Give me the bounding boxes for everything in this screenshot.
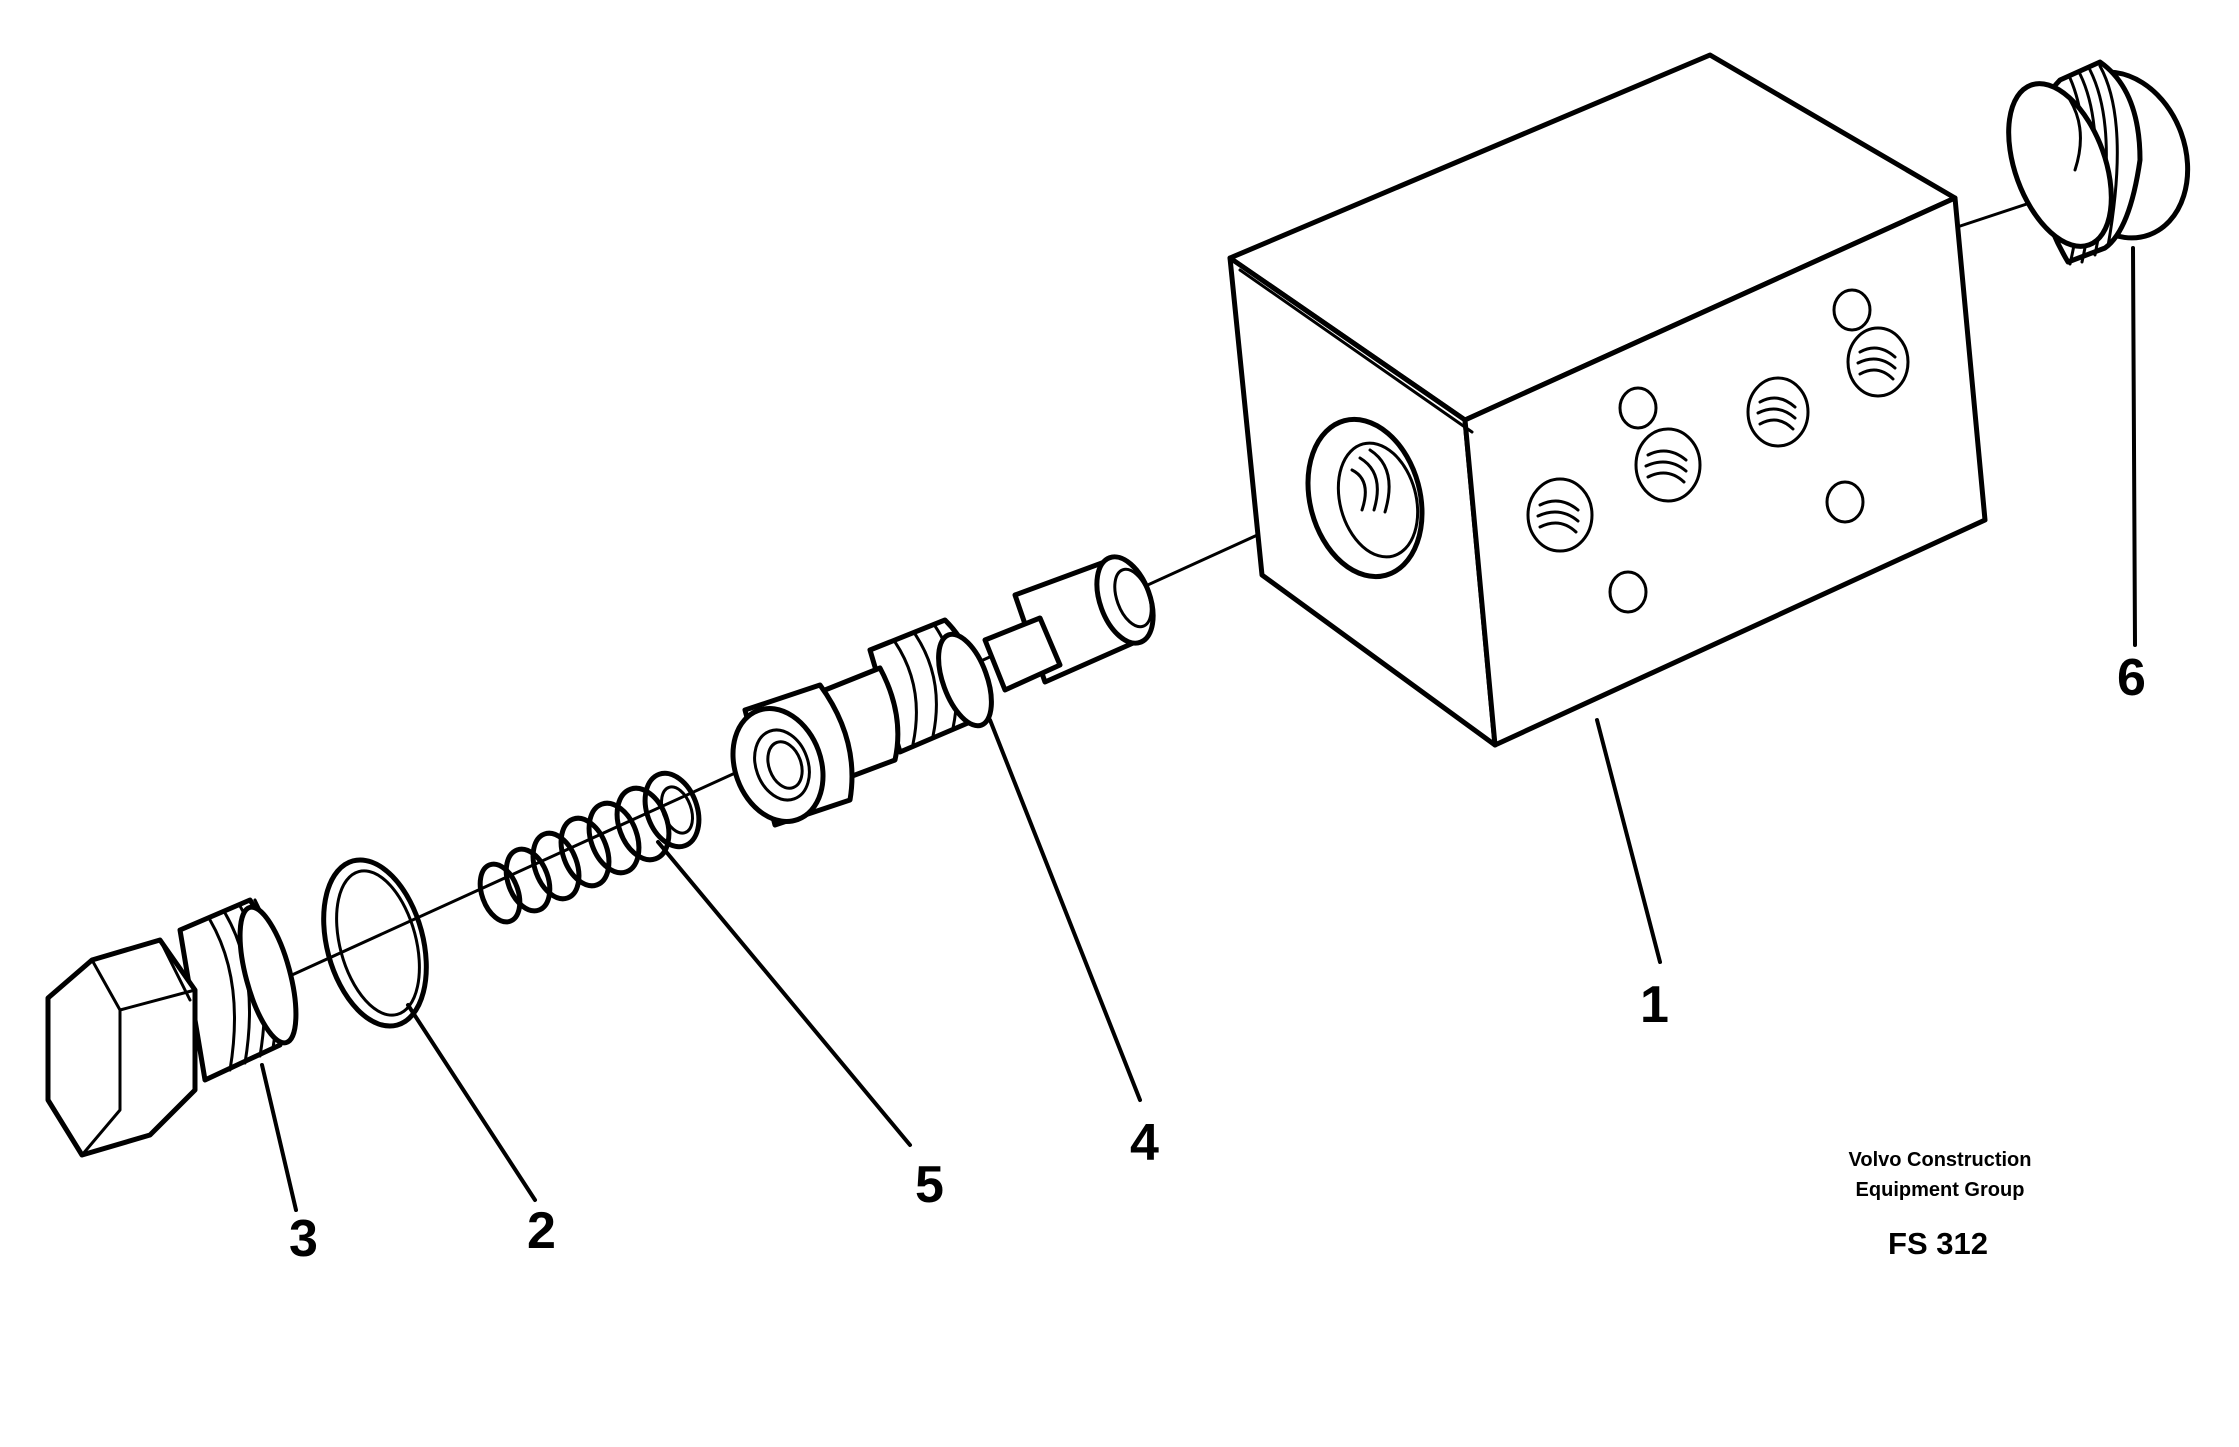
leader-lines bbox=[260, 246, 2137, 1212]
threaded-port bbox=[1526, 477, 1594, 553]
threaded-port bbox=[1634, 427, 1702, 503]
threaded-port bbox=[1846, 326, 1910, 398]
callout-2: 2 bbox=[527, 1202, 556, 1260]
seal-ring bbox=[321, 857, 429, 1029]
small-hole bbox=[1825, 480, 1865, 524]
callout-1: 1 bbox=[1640, 976, 1669, 1034]
caption-line-1: Volvo Construction bbox=[1849, 1149, 2032, 1171]
leader-5 bbox=[656, 840, 912, 1147]
valve-housing-block bbox=[1227, 52, 1988, 748]
threaded-port bbox=[1746, 376, 1810, 448]
leader-6 bbox=[2131, 246, 2137, 647]
threaded-plug bbox=[2006, 59, 2191, 266]
callout-4: 4 bbox=[1130, 1114, 1159, 1172]
leader-1 bbox=[1595, 718, 1662, 964]
leader-3 bbox=[260, 1063, 298, 1212]
small-hole bbox=[1618, 386, 1658, 430]
small-hole bbox=[1832, 288, 1872, 332]
caption-code: FS 312 bbox=[1888, 1226, 1988, 1261]
caption-line-2: Equipment Group bbox=[1856, 1179, 2025, 1201]
main-bore bbox=[1305, 416, 1425, 580]
spring bbox=[477, 770, 702, 925]
callout-3: 3 bbox=[289, 1210, 318, 1268]
callout-6: 6 bbox=[2117, 649, 2146, 707]
callout-5: 5 bbox=[915, 1156, 944, 1214]
leader-2 bbox=[406, 1003, 537, 1202]
caption-block: Volvo Construction Equipment Group FS 31… bbox=[1849, 1149, 2032, 1261]
hex-plug bbox=[45, 897, 299, 1158]
small-hole bbox=[1608, 570, 1648, 614]
valve-spool bbox=[730, 554, 1156, 828]
leader-4 bbox=[988, 718, 1142, 1102]
